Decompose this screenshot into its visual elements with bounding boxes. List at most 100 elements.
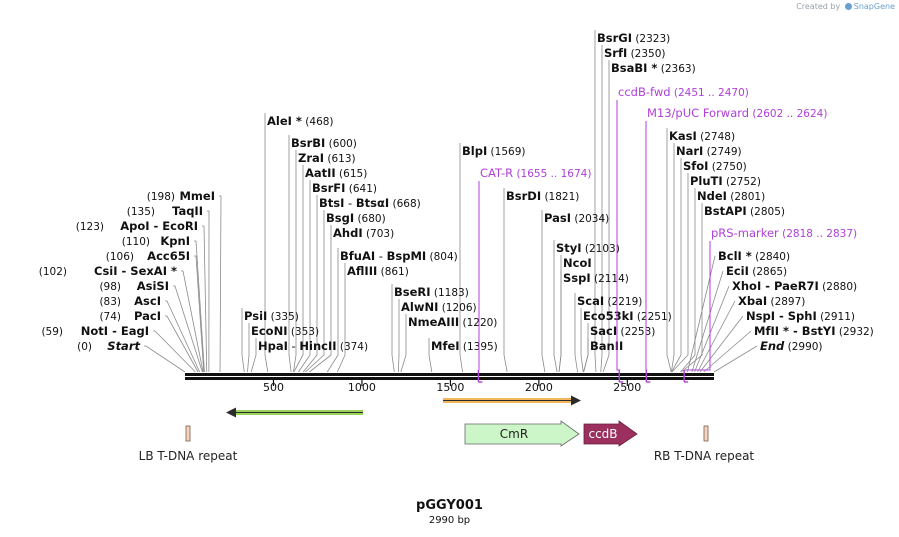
plasmid-name: pGGY001 xyxy=(416,498,483,513)
site-bsrdi[interactable]: BsrDI (1821) xyxy=(506,189,579,203)
ruler-tick-label: 2500 xyxy=(613,381,641,394)
site-bsabi[interactable]: BsaBI * (2363) xyxy=(611,61,696,75)
ccdb-gene-label: ccdB xyxy=(588,427,617,441)
svg-text:BanII: BanII xyxy=(590,339,623,353)
svg-text:BsgI (680): BsgI (680) xyxy=(326,211,386,225)
site-mmei[interactable]: (198)MmeI xyxy=(147,189,215,203)
site-ahdi[interactable]: AhdI (703) xyxy=(333,226,394,240)
ruler-tick-label: 1000 xyxy=(348,381,376,394)
svg-text:BtsI - BtsαI (668): BtsI - BtsαI (668) xyxy=(319,196,421,210)
ruler-tick-label: 2000 xyxy=(525,381,553,394)
cmr-gene[interactable]: CmR xyxy=(464,420,580,447)
site-leaders xyxy=(144,30,758,373)
site-zrai[interactable]: ZraI (613) xyxy=(298,151,356,165)
site-ncoi[interactable]: NcoI xyxy=(563,256,592,270)
svg-text:Eco53kI (2251): Eco53kI (2251) xyxy=(583,309,672,323)
site-bseri[interactable]: BseRI (1183) xyxy=(394,285,469,299)
site-srfi[interactable]: SrfI (2350) xyxy=(604,46,666,60)
site-sspi[interactable]: SspI (2114) xyxy=(563,271,629,285)
site-afliii[interactable]: AflIII (861) xyxy=(347,264,409,278)
site-blpi[interactable]: BlpI (1569) xyxy=(462,144,525,158)
site-kasi[interactable]: KasI (2748) xyxy=(669,129,735,143)
site-apoi-ecori[interactable]: (123)ApoI - EcoRI xyxy=(76,219,198,233)
site-bstapi[interactable]: BstAPI (2805) xyxy=(704,204,785,218)
site-eco53ki[interactable]: Eco53kI (2251) xyxy=(583,309,672,323)
rb-repeat-marker[interactable] xyxy=(703,425,709,442)
svg-text:(198): (198) xyxy=(147,191,175,203)
site-bsrgi[interactable]: BsrGI (2323) xyxy=(597,31,670,45)
primer-m13-puc-forward[interactable]: M13/pUC Forward (2602 .. 2624) xyxy=(645,106,827,383)
svg-text:AsiSI: AsiSI xyxy=(137,279,169,293)
site-bsrbi[interactable]: BsrBI (600) xyxy=(291,136,357,150)
site-taqii[interactable]: (135)TaqII xyxy=(127,204,203,218)
svg-text:SrfI (2350): SrfI (2350) xyxy=(604,46,666,60)
orf-orange-arrow[interactable] xyxy=(443,395,581,406)
site-labels: (0)Start(59)NotI - EagI(74)PacI(83)AscI(… xyxy=(39,31,874,353)
svg-text:pRS-marker (2818 .. 2837): pRS-marker (2818 .. 2837) xyxy=(711,226,857,240)
site-styi[interactable]: StyI (2103) xyxy=(556,241,620,255)
svg-text:BsrGI (2323): BsrGI (2323) xyxy=(597,31,670,45)
site-ecii[interactable]: EciI (2865) xyxy=(726,264,787,278)
svg-text:(0): (0) xyxy=(77,341,92,353)
site-bsgi[interactable]: BsgI (680) xyxy=(326,211,386,225)
svg-text:AscI: AscI xyxy=(134,294,161,308)
site-noti-eagi[interactable]: (59)NotI - EagI xyxy=(41,324,149,338)
site-bfuai-bspmi[interactable]: BfuAI - BspMI (804) xyxy=(340,249,458,263)
svg-text:BsaBI * (2363): BsaBI * (2363) xyxy=(611,61,696,75)
site-scai[interactable]: ScaI (2219) xyxy=(577,294,642,308)
site-econi[interactable]: EcoNI (353) xyxy=(251,324,319,338)
site-aatii[interactable]: AatII (615) xyxy=(305,166,367,180)
site-asci[interactable]: (83)AscI xyxy=(99,294,161,308)
site-banii[interactable]: BanII xyxy=(590,339,623,353)
svg-text:AlwNI (1206): AlwNI (1206) xyxy=(401,300,477,314)
svg-text:NdeI (2801): NdeI (2801) xyxy=(697,189,765,203)
site-asisi[interactable]: (98) AsiSI xyxy=(99,279,169,293)
site-xhoi-paer7i[interactable]: XhoI - PaeR7I (2880) xyxy=(732,279,857,293)
site-bsrfi[interactable]: BsrFI (641) xyxy=(312,181,377,195)
site-hpai-hincii[interactable]: HpaI - HincII (374) xyxy=(258,339,368,353)
site-paci[interactable]: (74)PacI xyxy=(99,309,161,323)
primer-ccdb-fwd[interactable]: ccdB-fwd (2451 .. 2470) xyxy=(616,85,749,383)
svg-text:KpnI: KpnI xyxy=(160,234,190,248)
site-pluti[interactable]: PluTI (2752) xyxy=(690,174,761,188)
svg-text:NspI - SphI (2911): NspI - SphI (2911) xyxy=(746,309,855,323)
site-mfei[interactable]: MfeI (1395) xyxy=(431,339,498,353)
site-acc65i[interactable]: (106)Acc65I xyxy=(106,249,190,263)
site-mfii-bstyi[interactable]: MfII * - BstYI (2932) xyxy=(754,324,874,338)
svg-text:ccdB-fwd (2451 .. 2470): ccdB-fwd (2451 .. 2470) xyxy=(618,85,749,99)
svg-text:PasI (2034): PasI (2034) xyxy=(544,211,609,225)
ccdb-gene[interactable]: ccdB xyxy=(583,420,638,447)
site-psii[interactable]: PsiI (335) xyxy=(244,309,299,323)
orf-green-arrow[interactable] xyxy=(226,407,363,418)
site-bcli[interactable]: BclI * (2840) xyxy=(718,249,790,263)
svg-text:M13/pUC Forward (2602 .. 262: M13/pUC Forward (2602 .. 2624) xyxy=(647,106,827,120)
svg-text:PacI: PacI xyxy=(134,309,161,323)
svg-text:(98): (98) xyxy=(99,281,121,293)
site-pasi[interactable]: PasI (2034) xyxy=(544,211,609,225)
site-ndei[interactable]: NdeI (2801) xyxy=(697,189,765,203)
primer-prs-marker[interactable]: pRS-marker (2818 .. 2837) xyxy=(683,226,857,383)
snapgene-credit: Created by SnapGene xyxy=(796,2,895,11)
site-csii-sexai[interactable]: (102)CsiI - SexAI * xyxy=(39,264,177,278)
site-end[interactable]: End (2990) xyxy=(760,339,823,353)
site-xbai[interactable]: XbaI (2897) xyxy=(738,294,805,308)
site-nari[interactable]: NarI (2749) xyxy=(676,144,742,158)
site-nmeaiii[interactable]: NmeAIII (1220) xyxy=(408,315,497,329)
svg-text:SspI (2114): SspI (2114) xyxy=(563,271,629,285)
primer-annotations: CAT-R (1655 .. 1674) ccdB-fwd (2451 .. 24… xyxy=(477,85,857,383)
site-alei[interactable]: AleI * (468) xyxy=(267,114,334,128)
site-kpni[interactable]: (110)KpnI xyxy=(122,234,190,248)
site-sfoi[interactable]: SfoI (2750) xyxy=(683,159,747,173)
site-btsi-bts-i[interactable]: BtsI - BtsαI (668) xyxy=(319,196,421,210)
site-nspi-sphi[interactable]: NspI - SphI (2911) xyxy=(746,309,855,323)
svg-text:MfeI (1395): MfeI (1395) xyxy=(431,339,498,353)
svg-text:TaqII: TaqII xyxy=(172,204,203,218)
site-start[interactable]: (0)Start xyxy=(77,339,140,353)
svg-text:Acc65I: Acc65I xyxy=(147,249,190,263)
lb-repeat-marker[interactable] xyxy=(185,425,191,442)
svg-text:ScaI (2219): ScaI (2219) xyxy=(577,294,642,308)
site-alwni[interactable]: AlwNI (1206) xyxy=(401,300,477,314)
primer-cat-r[interactable]: CAT-R (1655 .. 1674) xyxy=(477,166,591,383)
